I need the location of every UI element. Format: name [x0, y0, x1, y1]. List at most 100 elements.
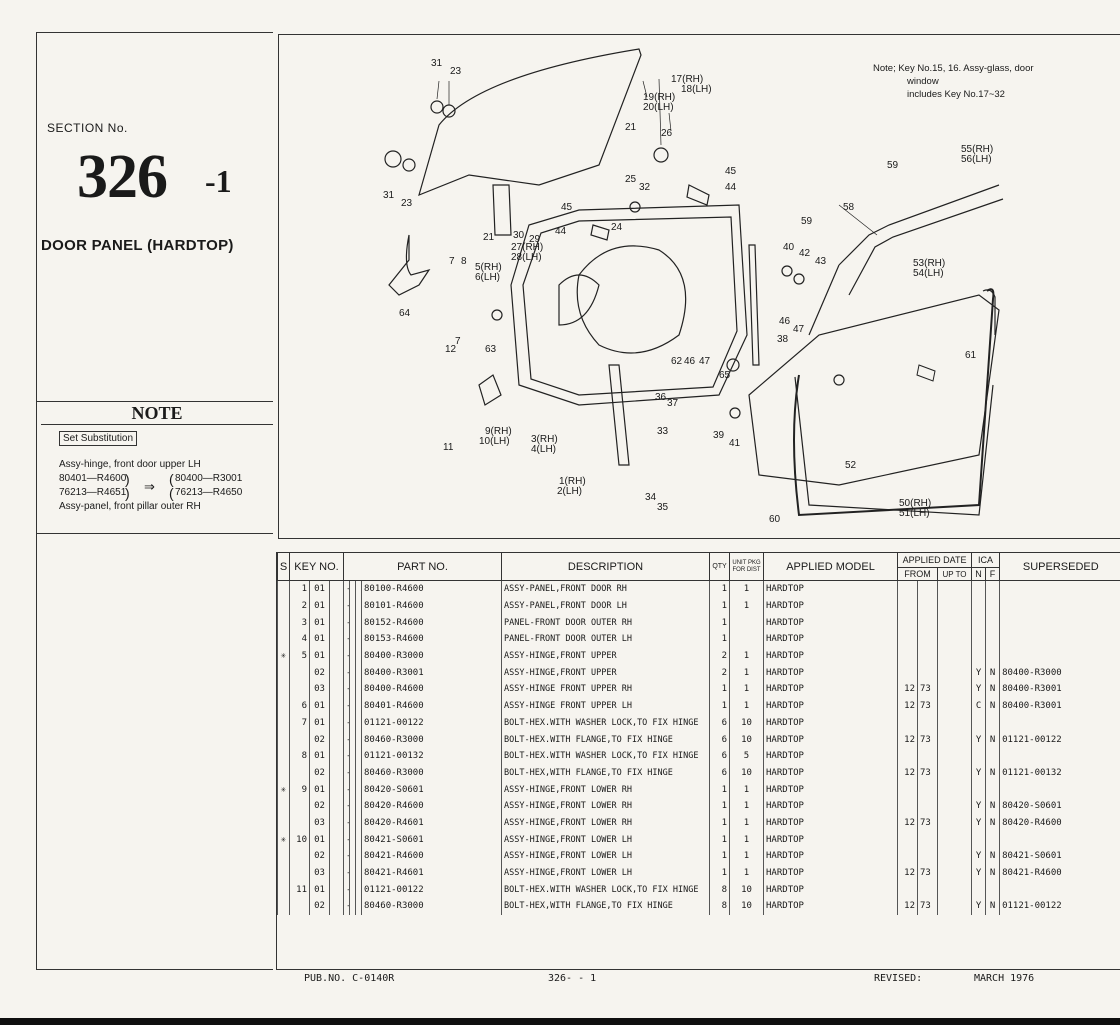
row-date-from-yr	[917, 631, 938, 648]
callout-label: 29	[529, 234, 541, 245]
callout-label: 54(LH)	[913, 268, 944, 279]
revised-date: MARCH 1976	[974, 973, 1035, 984]
row-star-mark: ✳	[277, 831, 290, 848]
set-substitution-label: Set Substitution	[59, 431, 138, 446]
row-sub: 01	[309, 831, 330, 848]
row-sub: 02	[309, 664, 330, 682]
row-ica-n	[971, 881, 986, 899]
col-unit: UNIT PKG FOR DIST	[729, 553, 764, 581]
row-key	[289, 764, 310, 782]
row-superseded	[999, 781, 1120, 798]
row-bar-3	[355, 731, 362, 748]
row-ica-n: Y	[971, 681, 986, 698]
row-key: 2	[289, 597, 310, 615]
row-spacer	[328, 697, 344, 715]
row-star-mark	[277, 631, 290, 648]
row-qty: 6	[709, 764, 730, 782]
callout-label: 20(LH)	[643, 102, 674, 113]
row-sub: 02	[309, 764, 330, 782]
row-unit: 1	[729, 697, 764, 715]
row-qty: 1	[709, 814, 730, 832]
row-star-mark	[277, 864, 290, 882]
callout-label: 65	[719, 370, 731, 381]
row-superseded: 80400-R3000	[999, 664, 1120, 682]
row-bar-2	[349, 814, 356, 832]
row-part-number: 80421-R4601	[361, 864, 502, 882]
callout-label: 40	[783, 242, 795, 253]
row-star-mark	[277, 848, 290, 865]
callout-label: 7	[449, 256, 455, 267]
row-bar-3	[355, 864, 362, 882]
callout-label: 37	[667, 398, 679, 409]
row-qty: 1	[709, 781, 730, 798]
col-superseded: SUPERSEDED	[999, 553, 1120, 581]
callout-label: 24	[611, 222, 623, 233]
row-spacer	[328, 831, 344, 848]
section-suffix: -1	[205, 163, 232, 199]
row-date-from-yr: 73	[917, 731, 938, 748]
note-line-1: Assy-hinge, front door upper LH	[59, 459, 201, 470]
callout-label: 23	[401, 198, 413, 209]
substitution-arrow-icon: ⇒	[144, 479, 155, 494]
row-ica-f: N	[985, 664, 1000, 682]
row-ica-f: N	[985, 731, 1000, 748]
row-bar-2	[349, 764, 356, 782]
row-sub: 01	[309, 881, 330, 899]
note-left-b: 76213—R4651	[59, 487, 127, 498]
row-bar-1: -	[343, 631, 350, 648]
row-applied-model: HARDTOP	[763, 881, 898, 899]
row-unit: 1	[729, 831, 764, 848]
row-date-from	[897, 614, 918, 632]
row-bar-2	[349, 731, 356, 748]
col-key: KEY NO.	[288, 553, 344, 581]
row-applied-model: HARDTOP	[763, 814, 898, 832]
row-date-from	[897, 714, 918, 732]
callout-label: 4(LH)	[531, 444, 557, 455]
callout-label: 12	[445, 344, 457, 355]
row-date-from-yr	[917, 747, 938, 765]
callout-label: 47	[699, 356, 711, 367]
callout-label: 17(RH)	[671, 74, 704, 85]
row-superseded	[999, 597, 1120, 615]
row-part-number: 80100-R4600	[361, 580, 502, 598]
row-sub: 02	[309, 898, 330, 915]
row-bar-1: -	[343, 714, 350, 732]
row-date-from-yr: 73	[917, 697, 938, 715]
row-bar-3	[355, 697, 362, 715]
row-ica-f	[985, 631, 1000, 648]
row-bar-1: -	[343, 864, 350, 882]
row-date-upto	[937, 597, 972, 615]
row-superseded	[999, 647, 1120, 665]
row-bar-1: -	[343, 580, 350, 598]
revised-label: REVISED:	[874, 973, 923, 984]
row-superseded	[999, 631, 1120, 648]
row-part-number: 80420-R4601	[361, 814, 502, 832]
parts-table: S KEY NO. PART NO. DESCRIPTION QTY UNIT …	[277, 553, 1120, 915]
callout-label: 32	[639, 182, 651, 193]
row-date-from	[897, 781, 918, 798]
row-ica-n: Y	[971, 848, 986, 865]
row-date-upto	[937, 614, 972, 632]
row-date-from	[897, 797, 918, 815]
row-ica-f	[985, 580, 1000, 598]
diagram-note-2: window	[907, 76, 939, 87]
row-unit: 1	[729, 664, 764, 682]
row-applied-model: HARDTOP	[763, 764, 898, 782]
row-bar-1: -	[343, 697, 350, 715]
row-ica-n: Y	[971, 864, 986, 882]
row-unit: 10	[729, 764, 764, 782]
row-spacer	[328, 747, 344, 765]
row-date-from-yr	[917, 781, 938, 798]
row-ica-n: Y	[971, 797, 986, 815]
row-bar-2	[349, 631, 356, 648]
note-bottom-divider	[37, 533, 273, 534]
row-ica-n: Y	[971, 898, 986, 915]
callout-label: 36	[655, 392, 667, 403]
row-key	[289, 898, 310, 915]
